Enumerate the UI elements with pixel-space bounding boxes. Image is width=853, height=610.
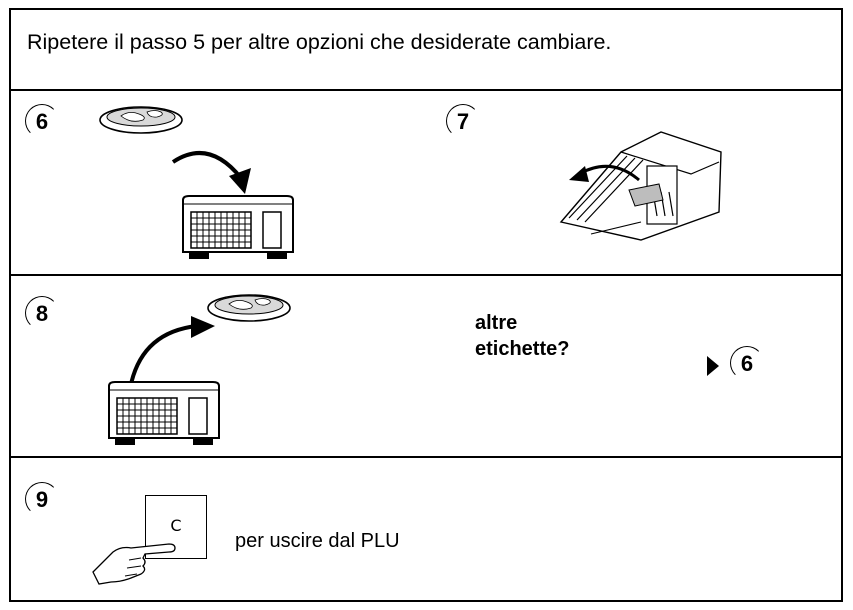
c-key-label: C <box>170 516 182 535</box>
exit-plu-instruction: per uscire dal PLU <box>235 530 400 552</box>
step-number-6: 6 <box>25 104 59 138</box>
label-printer-icon <box>559 131 722 241</box>
step-number-9: 9 <box>25 482 59 516</box>
arrow-right-icon <box>707 356 719 376</box>
intro-text: Ripetere il passo 5 per altre opzioni ch… <box>27 30 612 54</box>
step-number-8: 8 <box>25 296 59 330</box>
instruction-panel: Ripetere il passo 5 per altre opzioni ch… <box>9 8 843 602</box>
scale-icon <box>182 195 294 259</box>
more-labels-question: altre etichette? <box>475 312 570 360</box>
arrow-down-icon <box>171 151 251 194</box>
food-tray-icon <box>99 106 183 134</box>
divider <box>11 274 841 276</box>
divider <box>11 89 841 91</box>
divider <box>11 456 841 458</box>
food-tray-icon <box>207 294 291 322</box>
step-number-7: 7 <box>446 104 480 138</box>
arrow-up-icon <box>129 316 215 385</box>
pointing-hand-icon <box>92 543 176 585</box>
goto-step-6: 6 <box>730 346 764 380</box>
scale-icon <box>108 381 220 445</box>
